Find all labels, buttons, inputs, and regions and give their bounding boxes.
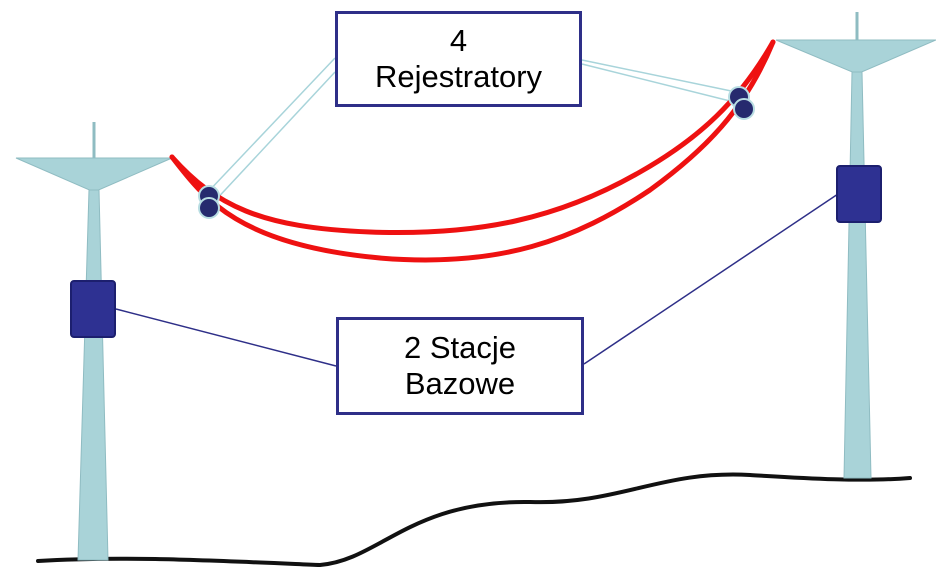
base-station-left (70, 280, 116, 338)
recorders-leader-left-b (211, 71, 336, 205)
recorders-label-text: Rejestratory (374, 59, 543, 94)
recorders-count-text: 4 (449, 23, 468, 58)
recorder-right-bottom (733, 98, 755, 120)
recorders-leader-right-a (581, 59, 737, 93)
recorder-left-bottom (198, 197, 220, 219)
conductor-cables (169, 39, 776, 263)
stations-leader-right (583, 193, 839, 365)
recorders-leader-left-a (205, 57, 336, 195)
right-tower (775, 12, 936, 479)
recorders-right (728, 86, 755, 120)
cable-lower (169, 39, 776, 263)
left-tower-crossarm (15, 157, 173, 193)
stations-leader-left (115, 308, 337, 367)
left-tower-shaft (77, 189, 109, 561)
stations-leaders (115, 193, 839, 367)
left-tower (15, 122, 173, 561)
stations-label-text: Bazowe (404, 366, 516, 401)
right-tower-shaft (843, 71, 872, 479)
stations-count-text: 2 Stacje (403, 330, 516, 365)
stations-callout: 2 Stacje Bazowe (336, 317, 584, 415)
right-tower-crossarm (775, 39, 936, 75)
recorders-leader-right-b (581, 63, 743, 105)
recorders-callout: 4 Rejestratory (335, 11, 582, 107)
ground-line (36, 472, 912, 568)
recorders-leaders (205, 57, 743, 205)
base-station-right (836, 165, 882, 223)
cable-upper (169, 39, 776, 235)
recorders-left (198, 185, 220, 219)
